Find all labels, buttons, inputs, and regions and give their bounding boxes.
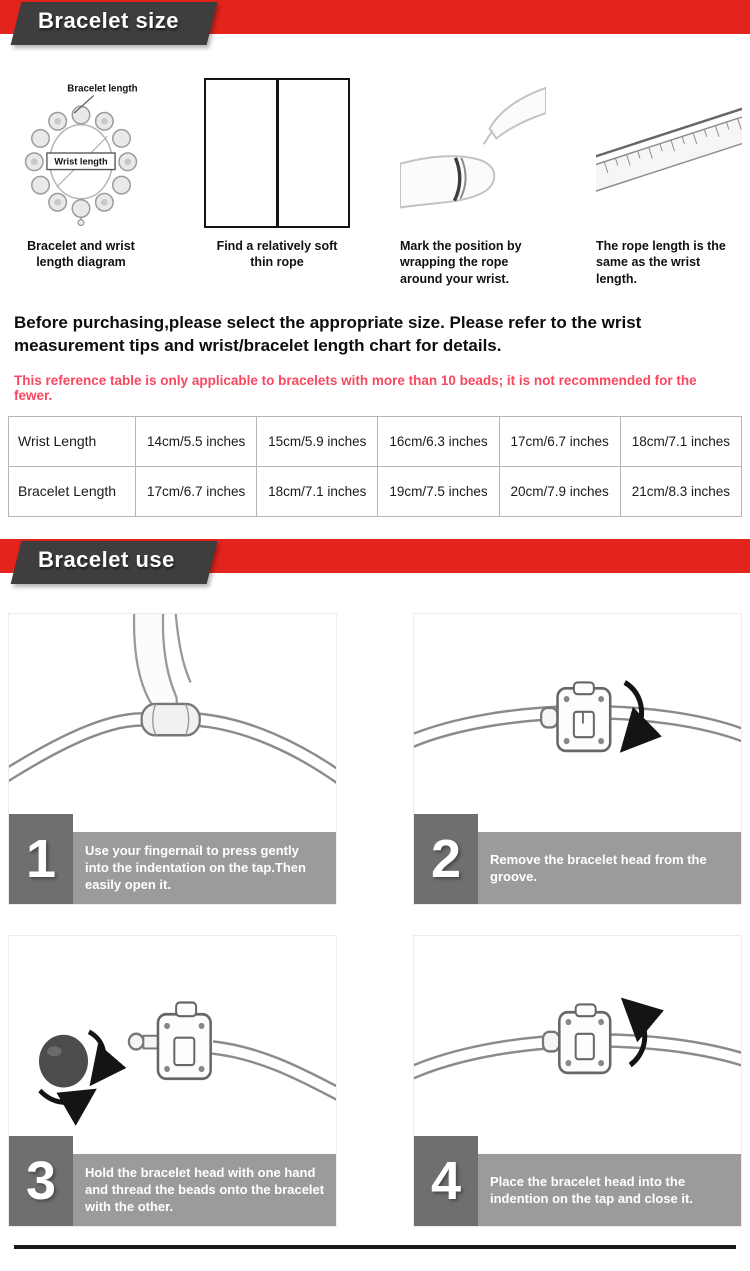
measure-step-caption: Find a relatively soft thin rope — [216, 239, 338, 270]
size-warning-text: This reference table is only applicable … — [14, 372, 697, 403]
table-cell: 15cm/5.9 inches — [256, 415, 379, 467]
ruler-image — [596, 78, 742, 228]
measure-step-caption: Bracelet and wrist length diagram — [27, 239, 135, 270]
bracelet-diagram-illustration: Bracelet length Wrist length — [24, 84, 138, 227]
row-header: Bracelet Length — [8, 465, 136, 517]
use-step-3-card: 3 Hold the bracelet head with one hand a… — [8, 934, 337, 1227]
use-step-1-card: 1 Use your fingernail to press gently in… — [8, 612, 337, 905]
step-caption: Use your fingernail to press gently into… — [85, 842, 306, 893]
use-section-banner: Bracelet use — [0, 538, 750, 587]
usage-steps-grid: 1 Use your fingernail to press gently in… — [0, 612, 750, 1227]
size-chart-table: Wrist Length 14cm/5.5 inches 15cm/5.9 in… — [8, 415, 743, 517]
step-number: 1 — [9, 813, 73, 904]
table-cell: 14cm/5.5 inches — [134, 415, 258, 467]
table-cell: 16cm/6.3 inches — [377, 415, 500, 467]
measure-step-wrap-wrist: Mark the position by wrapping the rope a… — [400, 78, 546, 287]
press-tap-illustration — [9, 613, 336, 784]
footer-divider — [14, 1244, 736, 1249]
row-header: Wrist Length — [8, 415, 136, 467]
measure-step-rope: Find a relatively soft thin rope — [204, 78, 350, 287]
bracelet-length-label: Bracelet length — [67, 84, 137, 95]
close-head-illustration — [414, 997, 741, 1080]
thread-beads-illustration — [38, 1001, 336, 1126]
step-number: 2 — [414, 813, 478, 904]
table-cell: 19cm/7.5 inches — [377, 465, 500, 517]
step-caption: Hold the bracelet head with one hand and… — [85, 1164, 325, 1215]
table-cell: 18cm/7.1 inches — [256, 465, 379, 517]
size-intro-text: Before purchasing,please select the appr… — [14, 312, 642, 356]
rope-image — [204, 78, 350, 228]
table-cell: 21cm/8.3 inches — [619, 465, 743, 517]
measure-step-caption: Mark the position by wrapping the rope a… — [400, 239, 522, 286]
measure-step-ruler: The rope length is the same as the wrist… — [596, 78, 742, 287]
table-cell: 20cm/7.9 inches — [498, 465, 621, 517]
step-number: 3 — [9, 1135, 73, 1226]
table-row-wrist-length: Wrist Length 14cm/5.5 inches 15cm/5.9 in… — [8, 415, 743, 467]
table-row-bracelet-length: Bracelet Length 17cm/6.7 inches 18cm/7.1… — [8, 465, 743, 517]
size-section-banner: Bracelet size — [0, 0, 750, 48]
measurement-steps-row: Bracelet length Wrist length Bracelet an… — [0, 78, 750, 287]
remove-head-illustration — [414, 679, 741, 753]
table-cell: 17cm/6.7 inches — [134, 465, 258, 517]
table-cell: 18cm/7.1 inches — [619, 415, 743, 467]
size-section-title: Bracelet size — [38, 8, 180, 33]
wrap-wrist-image — [400, 78, 546, 228]
bracelet-diagram-image: Bracelet length Wrist length — [8, 78, 154, 228]
use-section-title: Bracelet use — [38, 546, 175, 572]
ruler-illustration — [596, 103, 742, 197]
measure-step-diagram: Bracelet length Wrist length Bracelet an… — [8, 78, 154, 287]
use-step-4-card: 4 Place the bracelet head into the inden… — [413, 934, 742, 1227]
wrist-length-label: Wrist length — [54, 157, 108, 167]
step-caption: Place the bracelet head into the indenti… — [490, 1173, 693, 1206]
rope-illustration — [275, 80, 279, 226]
step-caption: Remove the bracelet head from the groove… — [490, 851, 707, 884]
step-number: 4 — [414, 1135, 478, 1226]
table-cell: 17cm/6.7 inches — [498, 415, 621, 467]
hands-wrapping-illustration — [400, 86, 546, 209]
measure-step-caption: The rope length is the same as the wrist… — [596, 239, 726, 286]
use-step-2-card: 2 Remove the bracelet head from the groo… — [413, 612, 742, 905]
